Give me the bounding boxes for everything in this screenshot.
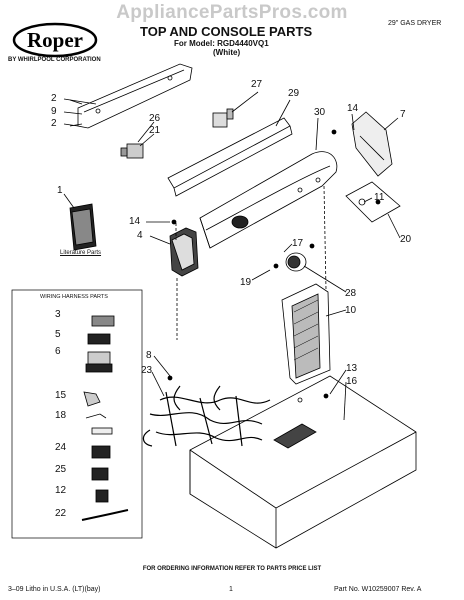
callout-27: 27 xyxy=(251,79,263,90)
page-number: 1 xyxy=(229,586,233,593)
callout-9: 9 xyxy=(51,106,57,117)
product-type: 29" GAS DRYER xyxy=(388,20,442,27)
watermark: AppliancePartsPros.com xyxy=(116,2,348,23)
brand-byline: BY WHIRLPOOL CORPORATION xyxy=(8,57,101,63)
callout-21: 21 xyxy=(149,125,161,136)
part-number: Part No. W10259007 Rev. A xyxy=(334,586,422,593)
callout-28: 28 xyxy=(345,288,357,299)
callout-19: 19 xyxy=(240,277,252,288)
callout-13: 13 xyxy=(346,363,358,374)
callout-4: 4 xyxy=(137,230,143,241)
callout-3: 3 xyxy=(55,309,61,320)
callout-20: 20 xyxy=(400,234,412,245)
callout-6: 6 xyxy=(55,346,61,357)
callout-30: 30 xyxy=(314,107,326,118)
literature-parts-label: Literature Parts xyxy=(60,250,102,256)
model-number: For Model: RGD4440VQ1 xyxy=(174,39,269,48)
callout-12: 12 xyxy=(55,485,67,496)
callout-17: 17 xyxy=(292,238,304,249)
callout-14: 14 xyxy=(129,216,141,227)
callout-10: 10 xyxy=(345,305,357,316)
callout-1: 1 xyxy=(57,185,63,196)
callout-25: 25 xyxy=(55,464,67,475)
roper-logo: Roper xyxy=(12,22,98,58)
model-color: (White) xyxy=(213,48,241,57)
callout-2: 2 xyxy=(51,93,57,104)
callout-14: 14 xyxy=(347,103,359,114)
callout-2: 2 xyxy=(51,118,57,129)
callout-8: 8 xyxy=(146,350,152,361)
callout-24: 24 xyxy=(55,442,67,453)
callout-16: 16 xyxy=(346,376,358,387)
callout-11: 11 xyxy=(374,192,385,203)
litho-info: 3–09 Litho in U.S.A. (LT)(bay) xyxy=(8,586,101,593)
callout-29: 29 xyxy=(288,88,300,99)
callout-23: 23 xyxy=(141,365,153,376)
callout-5: 5 xyxy=(55,329,61,340)
callout-15: 15 xyxy=(55,390,67,401)
callout-22: 22 xyxy=(55,508,67,519)
wiring-harness-box xyxy=(11,289,143,539)
callout-7: 7 xyxy=(400,109,406,120)
logo-text: Roper xyxy=(27,28,83,52)
ordering-info: FOR ORDERING INFORMATION REFER TO PARTS … xyxy=(142,566,322,572)
wiring-harness-label: WIRING HARNESS PARTS xyxy=(40,294,108,300)
callout-26: 26 xyxy=(149,113,161,124)
callout-18: 18 xyxy=(55,410,67,421)
page-title: TOP AND CONSOLE PARTS xyxy=(140,24,313,39)
